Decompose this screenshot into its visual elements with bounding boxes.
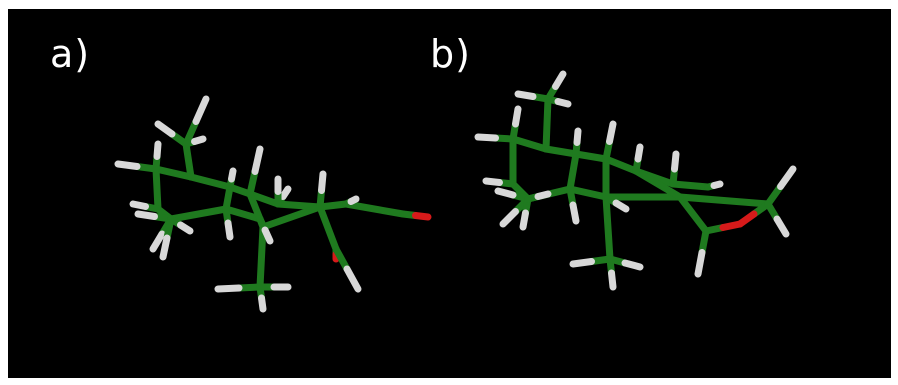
carbon-hydrogen-bond bbox=[671, 150, 680, 173]
carbon-carbon-bond bbox=[509, 135, 550, 153]
carbon-hydrogen-bond bbox=[154, 120, 176, 138]
carbon-hydrogen-bond bbox=[612, 199, 630, 213]
carbon-hydrogen-bond bbox=[773, 215, 790, 238]
carbon-carbon-bond bbox=[152, 165, 162, 213]
carbon-hydrogen-bond bbox=[159, 234, 171, 261]
carbon-carbon-bond bbox=[676, 193, 710, 235]
carbon-hydrogen-bond bbox=[482, 177, 503, 186]
carbon-carbon-bond bbox=[572, 150, 610, 163]
carbon-carbon-bond bbox=[602, 155, 640, 175]
carbon-carbon-bond bbox=[542, 145, 580, 158]
carbon-hydrogen-bond bbox=[499, 208, 519, 228]
carbon-hydrogen-bond bbox=[343, 265, 362, 293]
carbon-hydrogen-bond bbox=[474, 133, 499, 142]
carbon-carbon-bond bbox=[259, 203, 324, 231]
carbon-carbon-bond bbox=[167, 205, 230, 223]
carbon-hydrogen-bond bbox=[569, 201, 580, 225]
carbon-hydrogen-bond bbox=[114, 160, 141, 170]
carbon-hydrogen-bond bbox=[494, 187, 517, 199]
carbon-hydrogen-bond bbox=[764, 183, 784, 208]
carbon-hydrogen-bond bbox=[519, 209, 529, 231]
carbon-carbon-bond bbox=[152, 165, 195, 181]
carbon-oxygen-bond bbox=[736, 210, 758, 228]
carbon-hydrogen-bond bbox=[224, 219, 234, 241]
carbon-carbon-bond bbox=[316, 200, 350, 211]
carbon-carbon-bond bbox=[632, 167, 684, 201]
carbon-hydrogen-bond bbox=[134, 210, 158, 220]
carbon-hydrogen-bond bbox=[192, 95, 210, 125]
carbon-hydrogen-bond bbox=[694, 249, 706, 278]
molecule-a-model bbox=[114, 95, 432, 313]
carbon-carbon-bond bbox=[182, 140, 195, 181]
carbon-hydrogen-bond bbox=[608, 269, 617, 291]
carbon-hydrogen-bond bbox=[554, 98, 572, 108]
carbon-hydrogen-bond bbox=[534, 190, 552, 200]
carbon-hydrogen-bond bbox=[149, 230, 166, 253]
carbon-hydrogen-bond bbox=[514, 90, 537, 100]
carbon-hydrogen-bond bbox=[251, 145, 264, 175]
carbon-hydrogen-bond bbox=[214, 284, 243, 293]
carbon-hydrogen-bond bbox=[279, 185, 292, 200]
carbon-carbon-bond bbox=[222, 183, 234, 213]
carbon-carbon-bond bbox=[669, 180, 712, 191]
carbon-hydrogen-bond bbox=[246, 168, 259, 198]
carbon-carbon-bond bbox=[602, 193, 614, 263]
carbon-hydrogen-bond bbox=[698, 227, 710, 256]
carbon-hydrogen-bond bbox=[228, 167, 237, 183]
carbon-hydrogen-bond bbox=[512, 105, 522, 128]
carbon-hydrogen-bond bbox=[177, 221, 194, 235]
carbon-carbon-bond bbox=[187, 173, 234, 191]
panel-label-a: a) bbox=[50, 32, 91, 76]
carbon-hydrogen-bond bbox=[191, 135, 207, 145]
carbon-oxygen-bond bbox=[412, 212, 432, 221]
carbon-hydrogen-bond bbox=[710, 180, 724, 189]
molecular-figure: a) b) bbox=[8, 9, 891, 378]
carbon-hydrogen-bond bbox=[153, 140, 162, 160]
carbon-carbon-bond bbox=[222, 205, 264, 223]
carbon-carbon-bond bbox=[566, 185, 610, 201]
carbon-hydrogen-bond bbox=[777, 165, 797, 190]
carbon-carbon-bond bbox=[246, 190, 282, 208]
carbon-hydrogen-bond bbox=[573, 127, 582, 146]
carbon-carbon-bond bbox=[342, 200, 407, 218]
molecule-models bbox=[114, 70, 797, 313]
carbon-hydrogen-bond bbox=[606, 120, 617, 145]
carbon-hydrogen-bond bbox=[129, 200, 149, 210]
carbon-hydrogen-bond bbox=[621, 259, 644, 271]
panel-label-b: b) bbox=[430, 32, 471, 76]
carbon-hydrogen-bond bbox=[347, 195, 360, 205]
carbon-hydrogen-bond bbox=[258, 294, 267, 313]
carbon-carbon-bond bbox=[566, 150, 580, 193]
carbon-hydrogen-bond bbox=[634, 143, 644, 163]
carbon-hydrogen-bond bbox=[552, 70, 567, 90]
carbon-hydrogen-bond bbox=[569, 258, 595, 268]
molecule-b-model bbox=[474, 70, 797, 291]
carbon-hydrogen-bond bbox=[332, 245, 351, 273]
carbon-carbon-bond bbox=[542, 95, 552, 153]
carbon-carbon-bond bbox=[256, 223, 267, 291]
carbon-carbon-bond bbox=[246, 190, 264, 223]
carbon-hydrogen-bond bbox=[235, 283, 264, 292]
carbon-carbon-bond bbox=[676, 193, 772, 208]
carbon-hydrogen-bond bbox=[318, 170, 327, 194]
carbon-carbon-bond bbox=[316, 203, 340, 253]
carbon-hydrogen-bond bbox=[261, 226, 274, 245]
